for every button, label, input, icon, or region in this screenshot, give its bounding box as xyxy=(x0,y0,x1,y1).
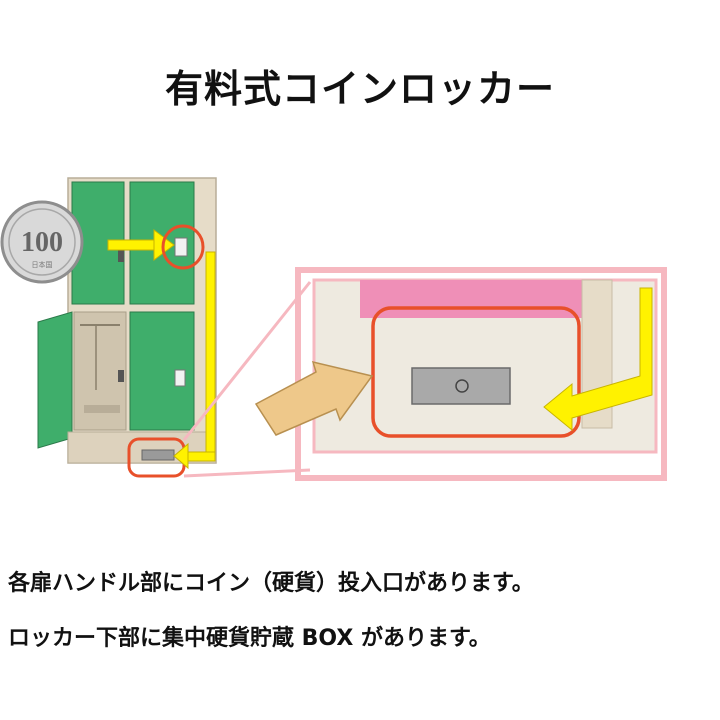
yellow-down-arrow xyxy=(173,251,216,470)
coin-100-yen-icon: 100 日本国 xyxy=(0,200,84,284)
storage-box-icon xyxy=(141,449,175,461)
handle-highlight-circle xyxy=(161,224,205,270)
caption-coin-slot: 各扉ハンドル部にコイン（硬貨）投入口があります。 xyxy=(8,571,534,596)
callout-zoom-panel xyxy=(295,267,667,481)
storage-box-slot xyxy=(411,367,511,405)
open-locker-door xyxy=(37,311,73,449)
coin-value: 100 xyxy=(21,227,63,258)
coin-slot-icon xyxy=(174,237,188,257)
page-title: 有料式コインロッカー xyxy=(164,67,555,111)
beige-arrow xyxy=(254,360,374,436)
coin-small-text: 日本国 xyxy=(32,260,53,269)
locker-illustration: 100 日本国 xyxy=(0,177,667,481)
locker-unit xyxy=(37,177,217,464)
box-zoom-highlight xyxy=(371,306,581,438)
caption-storage-box: ロッカー下部に集中硬貨貯蔵 BOX があります。 xyxy=(8,626,491,651)
